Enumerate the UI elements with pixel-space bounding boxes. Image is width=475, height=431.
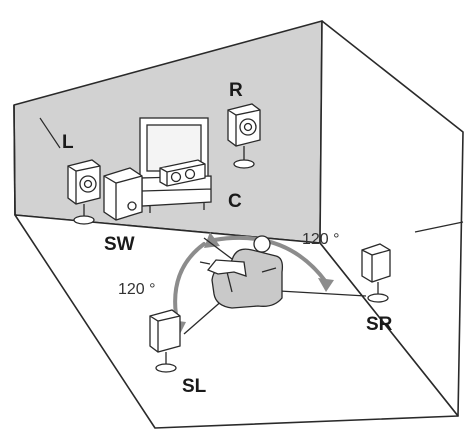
label-surround-right: SR [366,314,393,335]
angle-label-right: 120 ° [302,231,340,248]
angle-label-left: 120 ° [118,281,156,298]
subwoofer [103,167,143,221]
right-angle-arc [212,235,328,284]
label-right-speaker: R [229,80,243,101]
floor [14,214,459,429]
label-surround-left: SL [182,376,207,397]
left-speaker [67,159,101,225]
listener-armchair [199,235,284,309]
center-speaker [159,159,206,187]
tv-rack [141,175,212,213]
surround-left-speaker [149,309,181,373]
label-center-speaker: C [228,191,242,212]
listener-head [253,235,271,253]
label-subwoofer: SW [104,234,135,255]
right-speaker [227,103,261,169]
label-left-speaker: L [62,132,74,153]
surround-right-speaker [361,243,391,303]
listener-body [206,259,247,277]
